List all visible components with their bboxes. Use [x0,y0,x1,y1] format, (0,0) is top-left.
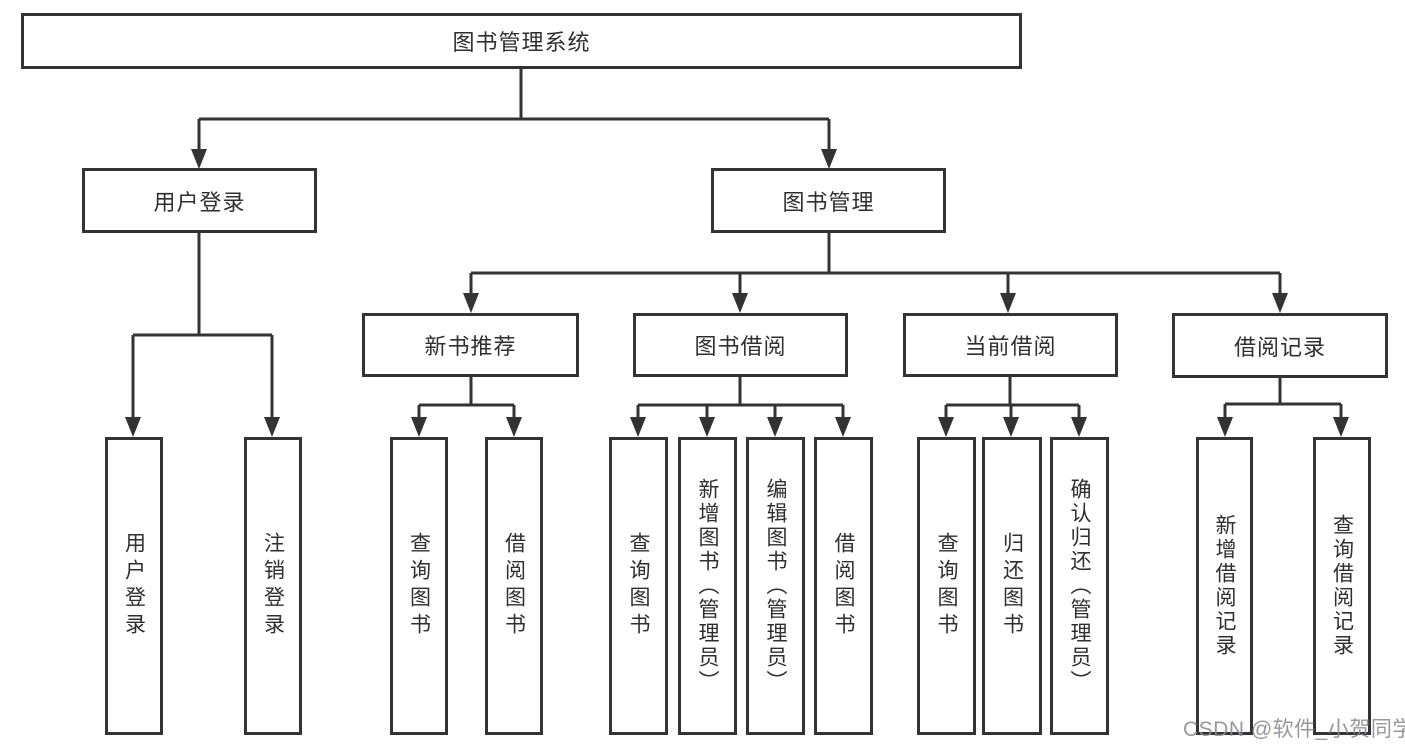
leaf-query-books-borrowing: 查询图书 [609,437,668,735]
leaf-edit-books-admin: 编辑图书（管理员） [746,437,805,735]
leaf-query-books-recommend: 查询图书 [390,437,448,735]
csdn-watermark: CSDN @软件_小贺同学 [1183,718,1405,741]
leaf-query-books-current: 查询图书 [917,437,976,735]
node-current-borrowing: 当前借阅 [903,313,1118,377]
leaf-add-borrow-record: 新增借阅记录 [1196,437,1253,735]
leaf-borrow-books-recommend: 借阅图书 [485,437,543,735]
leaf-user-login: 用户登录 [105,437,163,735]
node-book-management: 图书管理 [711,168,946,233]
arrowhead-icons [125,149,1349,437]
leaf-query-borrow-record: 查询借阅记录 [1313,437,1371,735]
node-user-login: 用户登录 [82,168,317,233]
leaf-confirm-return-admin: 确认归还（管理员） [1050,437,1109,735]
node-book-borrowing: 图书借阅 [633,313,848,377]
leaf-return-books: 归还图书 [982,437,1042,735]
leaf-add-books-admin: 新增图书（管理员） [678,437,737,735]
node-borrowing-records: 借阅记录 [1172,313,1388,378]
node-new-book-recommend: 新书推荐 [362,313,579,377]
leaf-logout: 注销登录 [244,437,302,735]
node-root-system: 图书管理系统 [21,13,1022,69]
leaf-borrow-books: 借阅图书 [814,437,873,735]
